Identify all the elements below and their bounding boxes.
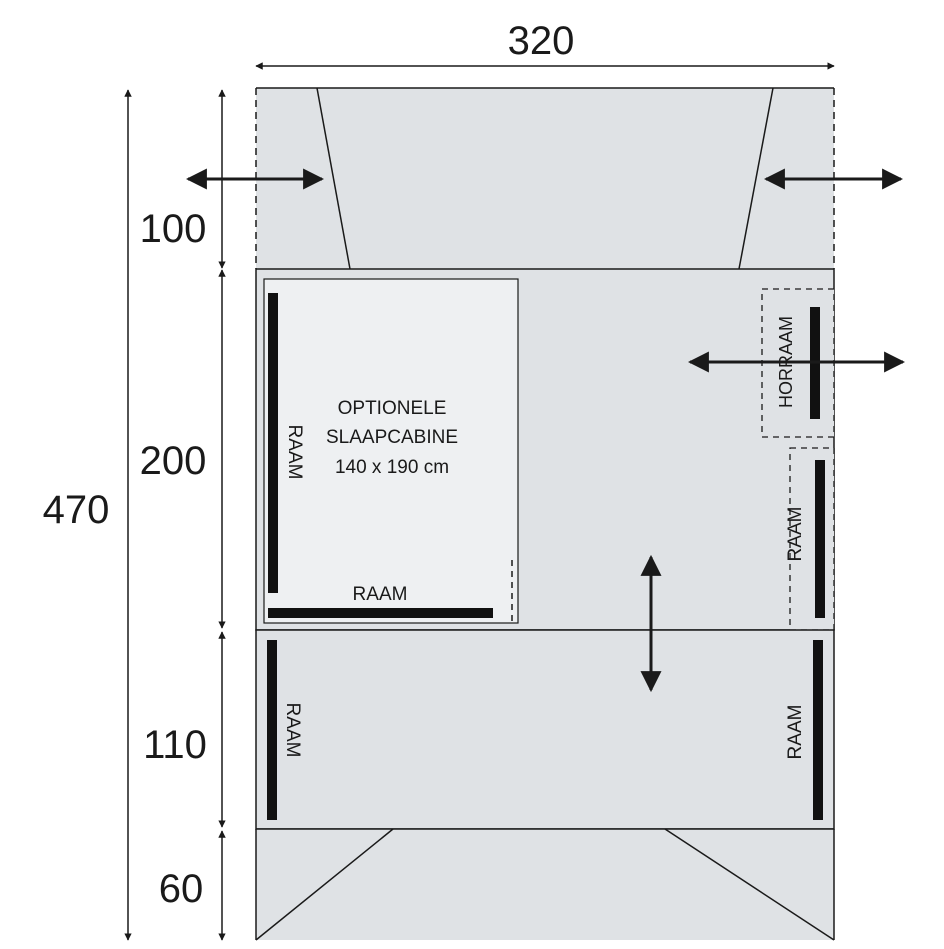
front-panel [256, 88, 834, 269]
rear-right-window-bar [813, 640, 823, 820]
cabin-left-window-bar [268, 293, 278, 593]
bottom-right-slant [664, 828, 835, 941]
cabin-title-line1: OPTIONELE [338, 398, 447, 419]
right-window-bar [815, 460, 825, 618]
optional-sleeping-cabin [263, 278, 519, 624]
front-section [255, 87, 835, 270]
total-depth-dimension-label: 470 [43, 488, 110, 532]
rear-left-window-bar [267, 640, 277, 820]
right-window-box [789, 447, 835, 631]
movement-arrows [185, 168, 906, 693]
front-left-slant [316, 87, 351, 270]
cabin-bottom-window-bar [268, 608, 493, 618]
bottom-section [255, 828, 835, 941]
rear-dimension-label: 110 [143, 723, 207, 767]
rear-right-window-label: RAAM [785, 705, 806, 760]
dimension-lines [124, 62, 835, 941]
screen-window-label: HORRAAM [776, 316, 796, 408]
bottom-left-slant [255, 828, 394, 941]
rear-left-window-label: RAAM [282, 703, 303, 758]
rear-panel [255, 629, 835, 830]
cabin-left-window-label: RAAM [284, 425, 305, 480]
front-right-slant [738, 87, 774, 270]
bottom-dimension-label: 60 [159, 867, 204, 911]
width-dimension-label: 320 [508, 19, 575, 63]
middle-dimension-label: 200 [140, 439, 207, 483]
bottom-panel [256, 829, 834, 940]
middle-section [255, 268, 835, 633]
right-window-label: RAAM [785, 507, 806, 562]
cabin-size: 140 x 190 cm [335, 457, 449, 478]
cabin-bottom-window-label: RAAM [353, 584, 408, 605]
rear-section [255, 629, 835, 830]
front-dimension-label: 100 [140, 207, 207, 251]
cabin-title-line2: SLAAPCABINE [326, 427, 458, 448]
